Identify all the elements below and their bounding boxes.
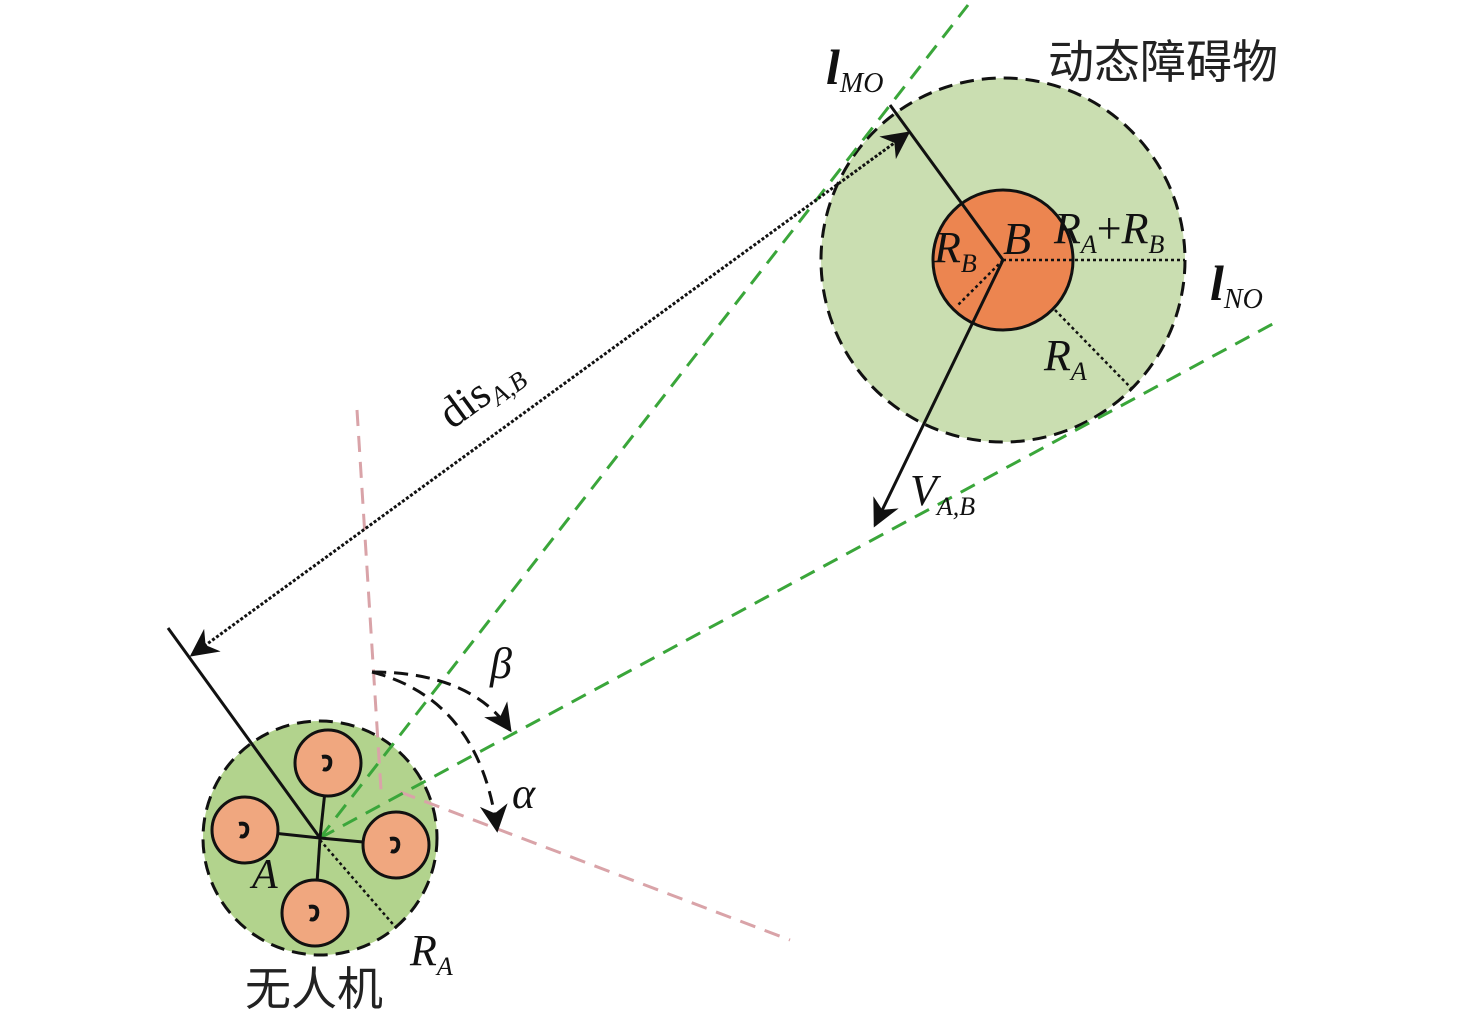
beta-label: β <box>489 639 512 688</box>
ra-plus-rb-label: RA+RB <box>1053 204 1165 259</box>
perpendicular-line-b <box>888 104 1005 261</box>
tangent-line-mo <box>318 4 970 839</box>
point-a-label: A <box>249 852 278 898</box>
rb-label: RB <box>933 223 977 278</box>
l-no-label: lNO <box>1210 255 1263 315</box>
radius-lines <box>319 258 1185 931</box>
reference-line-horizontal <box>399 790 791 942</box>
alpha-label: α <box>512 769 536 818</box>
l-mo-label: lMO <box>826 39 883 99</box>
ra-uav-label: RA <box>409 926 453 981</box>
rotor <box>361 810 431 880</box>
rotor <box>210 795 280 865</box>
ra-obstacle-label: RA <box>1043 331 1087 386</box>
point-b-label: B <box>1003 213 1031 264</box>
distance-arrow <box>189 131 911 657</box>
uav-rotors <box>210 728 431 948</box>
rotor <box>280 878 350 948</box>
velocity-label: VA,B <box>910 466 975 521</box>
alpha-arc <box>371 670 508 833</box>
uav-title: 无人机 <box>245 962 383 1016</box>
rotor <box>293 728 363 798</box>
obstacle-title: 动态障碍物 <box>1048 35 1278 89</box>
perpendicular-line-a <box>166 627 322 839</box>
beta-arc <box>371 670 512 733</box>
distance-label: disA,B <box>429 346 533 442</box>
